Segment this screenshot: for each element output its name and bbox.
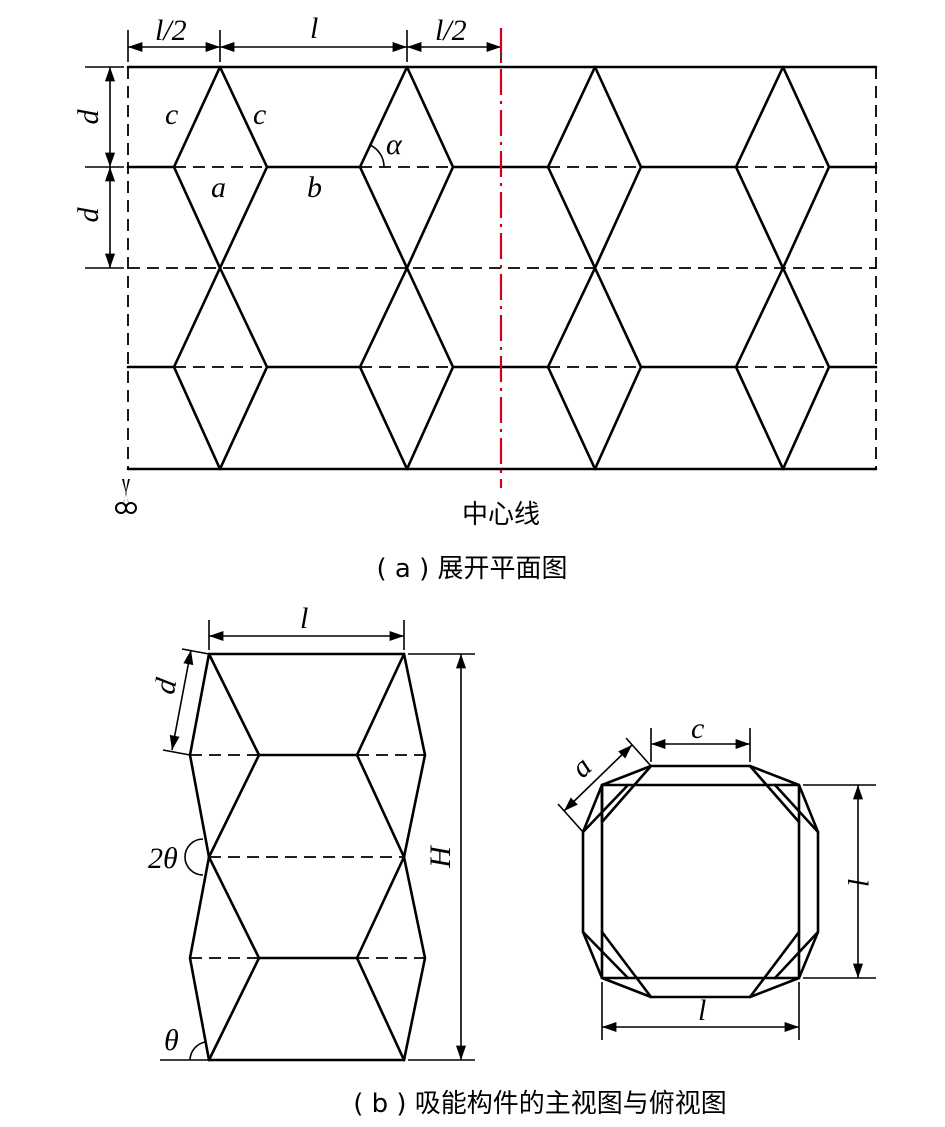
top-view-diagram: c a l l [557,712,876,1040]
angle-label-theta: θ [164,1024,179,1057]
unfolded-plan-diagram: l/2 l l/2 d d c c a b α 中心线 ( a ) 展开平面图 [72,12,878,584]
caption-b: ( b ) 吸能构件的主视图与俯视图 [353,1089,727,1119]
dim-half-right: l/2 [435,14,467,47]
dim-d-top: d [72,109,105,125]
top-side-label: l [841,878,874,886]
dim-d-bottom: d [72,207,105,223]
center-line-label: 中心线 [462,500,540,530]
dim-half-left: l/2 [155,14,187,47]
angle-label-two-theta: 2θ [148,842,178,875]
front-d-label: d [148,675,183,697]
caption-a: ( a ) 展开平面图 [376,554,567,584]
scissors-icon [115,479,137,514]
top-bottom-label: l [698,994,706,1027]
edge-label-c-right: c [253,98,266,131]
edge-label-b: b [307,171,322,204]
front-height-label: H [424,844,457,869]
front-view-diagram: l d H 2θ θ [148,602,475,1062]
top-c-label: c [691,712,704,745]
dim-full: l [310,12,318,45]
angle-label-alpha: α [386,128,403,161]
edge-label-a: a [211,171,226,204]
front-width-label: l [300,602,308,635]
edge-label-c-left: c [165,98,178,131]
top-a-label: a [565,750,599,784]
